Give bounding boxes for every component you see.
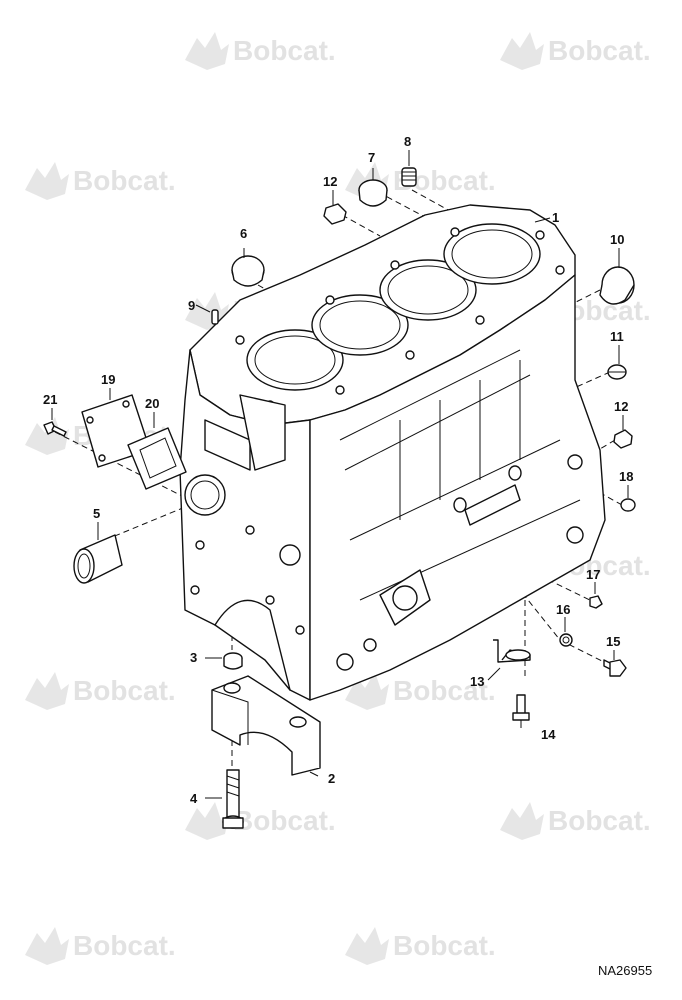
callout-19: 19 bbox=[101, 372, 115, 387]
expansion-plug-left bbox=[231, 255, 265, 287]
hex-plug-right bbox=[613, 429, 633, 449]
hex-plug-top bbox=[323, 203, 347, 225]
callout-6: 6 bbox=[240, 226, 247, 241]
callout-1: 1 bbox=[552, 210, 559, 225]
watermark-text: Bobcat. bbox=[548, 35, 651, 66]
watermark: Bobcat. bbox=[345, 927, 496, 965]
dowel-sleeve bbox=[223, 652, 243, 670]
watermark: Bobcat. bbox=[25, 927, 176, 965]
sealing-washer bbox=[559, 633, 573, 647]
callout-5: 5 bbox=[93, 506, 100, 521]
callout-8: 8 bbox=[404, 134, 411, 149]
watermark: Bobcat. bbox=[25, 162, 176, 200]
pipe-bracket bbox=[493, 639, 531, 663]
expansion-plug-top bbox=[358, 179, 388, 207]
watermark: Bobcat. bbox=[25, 672, 176, 710]
callout-20: 20 bbox=[145, 396, 159, 411]
expansion-plug-right bbox=[599, 266, 635, 305]
callout-4: 4 bbox=[190, 791, 198, 806]
callout-labels: 1 2 3 4 5 6 7 8 9 10 11 12 12 13 14 15 1… bbox=[43, 134, 633, 806]
watermark-text: Bobcat. bbox=[73, 165, 176, 196]
cam-bushing bbox=[73, 534, 123, 584]
cover-bolt bbox=[43, 421, 67, 437]
watermark-text: Bobcat. bbox=[233, 805, 336, 836]
bearing-cap-bolt bbox=[222, 769, 244, 829]
watermark-text: Bobcat. bbox=[393, 675, 496, 706]
callout-18: 18 bbox=[619, 469, 633, 484]
watermark: Bobcat. bbox=[500, 32, 651, 70]
threaded-plug-top bbox=[401, 167, 417, 187]
callout-12-right: 12 bbox=[614, 399, 628, 414]
drawing-number: NA26955 bbox=[598, 963, 652, 978]
pipe-plug bbox=[607, 364, 627, 380]
watermark-text: Bobcat. bbox=[233, 35, 336, 66]
callout-9: 9 bbox=[188, 298, 195, 313]
main-bearing-cap bbox=[211, 675, 321, 776]
callout-14: 14 bbox=[541, 727, 556, 742]
flange-bolt bbox=[512, 694, 530, 721]
cylinder-bore-3 bbox=[379, 259, 477, 321]
watermark: Bobcat. bbox=[500, 802, 651, 840]
watermark-text: Bobcat. bbox=[73, 675, 176, 706]
callout-11: 11 bbox=[610, 329, 624, 344]
watermark: Bobcat. bbox=[185, 802, 336, 840]
cylinder-block bbox=[179, 204, 606, 701]
callout-10: 10 bbox=[610, 232, 624, 247]
cylinder-bore-1 bbox=[246, 329, 344, 391]
callout-13: 13 bbox=[470, 674, 484, 689]
callout-7: 7 bbox=[368, 150, 375, 165]
watermark-text: Bobcat. bbox=[393, 930, 496, 961]
cover-gasket bbox=[127, 427, 187, 490]
callout-12-top: 12 bbox=[323, 174, 337, 189]
watermark: Bobcat. bbox=[185, 32, 336, 70]
callout-3: 3 bbox=[190, 650, 197, 665]
oil-jet bbox=[589, 595, 603, 609]
leader-lines bbox=[51, 150, 629, 799]
watermark-text: Bobcat. bbox=[548, 805, 651, 836]
cylinder-bore-4 bbox=[443, 223, 541, 285]
callout-16: 16 bbox=[556, 602, 570, 617]
callout-21: 21 bbox=[43, 392, 57, 407]
cylinder-bore-2 bbox=[311, 294, 409, 356]
watermark-text: Bobcat. bbox=[73, 930, 176, 961]
dowel-pin bbox=[211, 309, 219, 325]
callout-15: 15 bbox=[606, 634, 620, 649]
callout-17: 17 bbox=[586, 567, 600, 582]
hex-bolt bbox=[603, 659, 627, 677]
small-plug bbox=[620, 498, 636, 512]
callout-2: 2 bbox=[328, 771, 335, 786]
